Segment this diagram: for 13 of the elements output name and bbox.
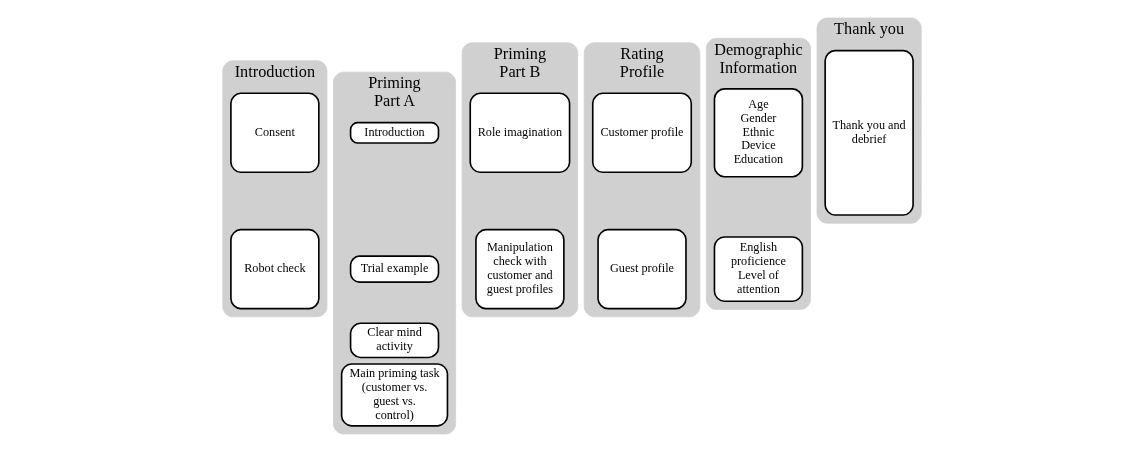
- node-box: Trial example: [349, 255, 439, 283]
- node-box: Customer profile: [591, 92, 692, 174]
- node-box: Manipulation check with customer and guest profiles: [474, 228, 565, 310]
- node-box: Main priming task (customer vs. guest vs. control): [340, 363, 448, 427]
- node-box: English proficience Level of attention: [713, 236, 803, 303]
- node-box: Thank you and debrief: [823, 49, 914, 216]
- node-box: Introduction: [349, 121, 439, 144]
- node-box: Role imagination: [468, 92, 570, 174]
- node-box: Consent: [229, 92, 320, 174]
- node-box: Guest profile: [596, 228, 687, 310]
- node-box: Clear mind activity: [349, 322, 439, 359]
- node-box: Robot check: [229, 228, 320, 310]
- node-box: Age Gender Ethnic Device Education: [713, 88, 803, 178]
